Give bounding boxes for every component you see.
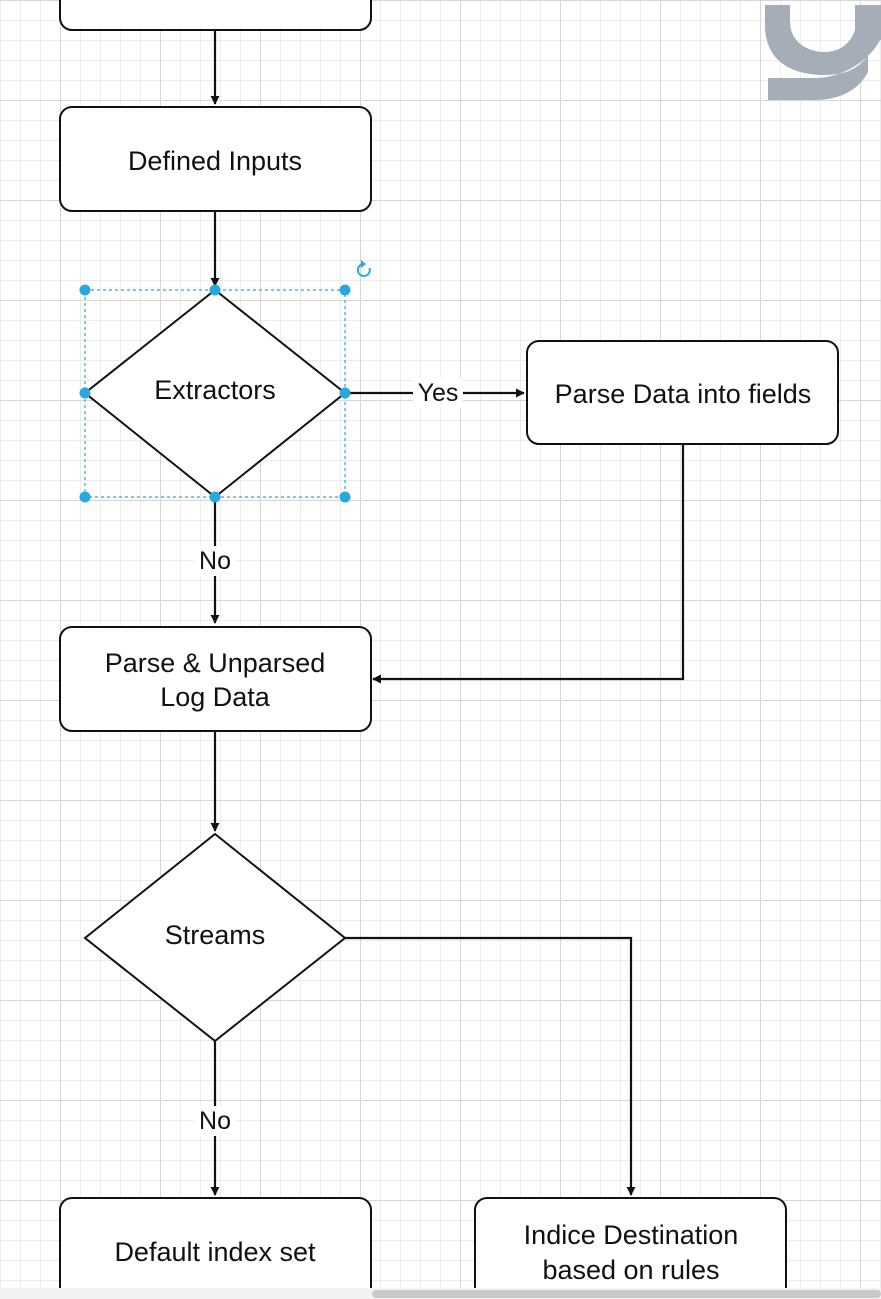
yes-label-bg: [413, 378, 463, 408]
no-label-bg: [194, 546, 236, 576]
selection-handle-top-left[interactable]: [79, 284, 91, 296]
selection-handle-left[interactable]: [79, 387, 91, 399]
selection-handle-right[interactable]: [339, 387, 351, 399]
edge-streams-to-indice[interactable]: [345, 936, 636, 1196]
no-label-bg-2: [194, 1106, 236, 1136]
parse-fields-box[interactable]: [526, 340, 839, 445]
top-process-box[interactable]: [59, 0, 372, 31]
selection-frame[interactable]: [79, 284, 351, 503]
edge-label-yes: Yes: [418, 379, 459, 407]
edge-label-no-streams: No: [199, 1107, 231, 1135]
parse-unparsed-label-line2: Log Data: [160, 682, 271, 712]
defined-inputs-label: Defined Inputs: [128, 146, 302, 176]
selection-handle-bottom-right[interactable]: [339, 491, 351, 503]
selection-handle-bottom[interactable]: [209, 491, 221, 503]
streams-diamond[interactable]: [83, 832, 347, 1043]
extractors-label: Extractors: [154, 375, 276, 405]
rotate-icon[interactable]: [356, 260, 371, 277]
indice-destination-label-line1: Indice Destination: [524, 1220, 739, 1250]
logo-icon: [765, 5, 881, 100]
indice-destination-box[interactable]: [474, 1197, 787, 1299]
selection-handle-bottom-left[interactable]: [79, 491, 91, 503]
parse-unparsed-box[interactable]: [59, 626, 372, 732]
parse-unparsed-label-line1: Parse & Unparsed: [105, 648, 326, 678]
streams-label: Streams: [165, 920, 266, 950]
selection-handle-top-right[interactable]: [339, 284, 351, 296]
edge-parse-fields-to-parse-unparsed[interactable]: [372, 444, 685, 684]
parse-fields-label: Parse Data into fields: [555, 379, 812, 409]
horizontal-scrollbar-thumb[interactable]: [372, 1290, 881, 1298]
edge-label-no-extractors: No: [199, 547, 231, 575]
default-index-label: Default index set: [114, 1237, 316, 1267]
selection-handle-top[interactable]: [209, 284, 221, 296]
default-index-box[interactable]: [59, 1197, 372, 1299]
defined-inputs-box[interactable]: [59, 106, 372, 212]
indice-destination-label-line2: based on rules: [542, 1255, 719, 1285]
